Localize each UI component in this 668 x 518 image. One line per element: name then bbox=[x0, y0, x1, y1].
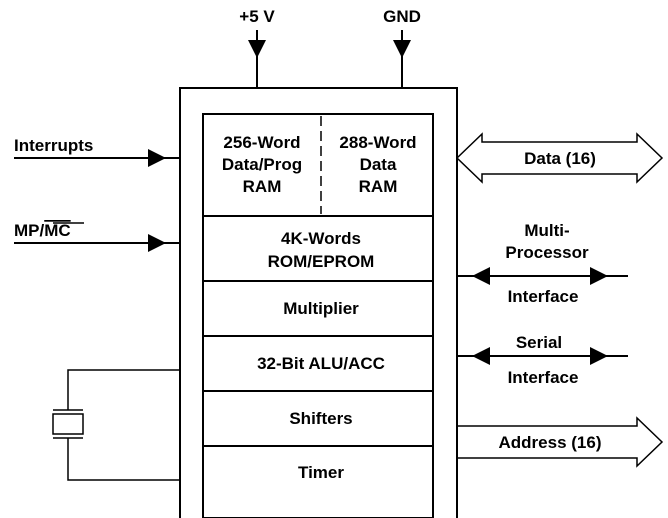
serial-line bbox=[457, 347, 628, 365]
mp-prefix: MP/ bbox=[14, 221, 45, 240]
multiplier-label: Multiplier bbox=[283, 299, 359, 318]
shifters-label: Shifters bbox=[289, 409, 352, 428]
mp-mc-label: MP/MC bbox=[14, 221, 71, 240]
ram1-label-line2: Data/Prog bbox=[222, 155, 302, 174]
ram2-label-line2: Data bbox=[360, 155, 397, 174]
rom-label-line2: ROM/EPROM bbox=[268, 252, 375, 271]
interrupts-label: Interrupts bbox=[14, 136, 93, 155]
gnd-pin bbox=[393, 30, 411, 88]
mp-interface-label-line1: Multi- bbox=[524, 221, 569, 240]
mp-interface-label-line2: Processor bbox=[505, 243, 589, 262]
ram2-label-line3: RAM bbox=[359, 177, 398, 196]
serial-label-line1: Serial bbox=[516, 333, 562, 352]
interrupts-line bbox=[14, 149, 180, 167]
ram2-label-line1: 288-Word bbox=[339, 133, 416, 152]
timer-label: Timer bbox=[298, 463, 344, 482]
ram1-label-line1: 256-Word bbox=[223, 133, 300, 152]
mp-mc-line bbox=[14, 234, 180, 252]
internal-block-frame bbox=[202, 113, 434, 518]
ram1-label-line3: RAM bbox=[243, 177, 282, 196]
gnd-label: GND bbox=[383, 7, 421, 26]
vcc-label: +5 V bbox=[239, 7, 275, 26]
mp-interface-line bbox=[457, 267, 628, 285]
address-bus-label: Address (16) bbox=[499, 433, 602, 452]
address-bus-arrow bbox=[456, 416, 664, 468]
data-bus-arrow bbox=[455, 132, 664, 184]
vcc-pin bbox=[248, 30, 266, 88]
mc-overline: MC bbox=[44, 221, 70, 240]
mp-interface-label-line3: Interface bbox=[508, 287, 579, 306]
alu-label: 32-Bit ALU/ACC bbox=[257, 354, 385, 373]
data-bus-label: Data (16) bbox=[524, 149, 596, 168]
rom-label-line1: 4K-Words bbox=[281, 229, 361, 248]
serial-label-line2: Interface bbox=[508, 368, 579, 387]
crystal-icon bbox=[52, 369, 180, 481]
chip-outline bbox=[179, 87, 458, 518]
